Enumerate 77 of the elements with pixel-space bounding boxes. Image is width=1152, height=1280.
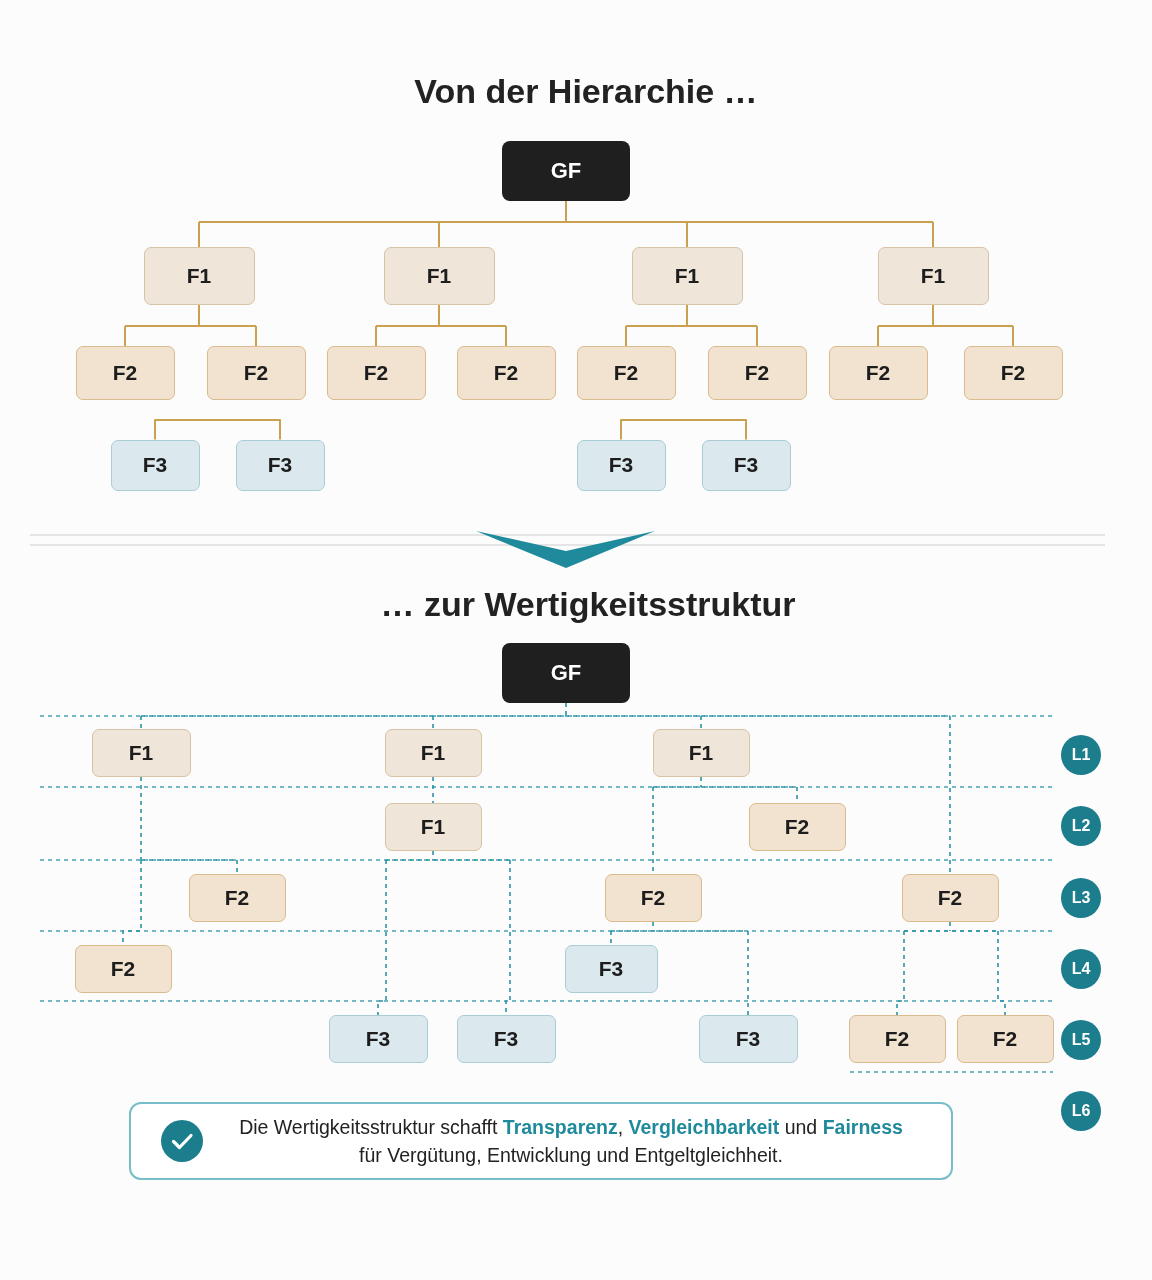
level-badge: L2 — [1061, 806, 1101, 846]
connector-line — [375, 325, 377, 347]
dashed-connector — [700, 715, 702, 730]
connector-line — [877, 325, 879, 347]
org-box: F2 — [456, 346, 556, 400]
org-box: F2 — [604, 874, 702, 922]
dashed-connector — [903, 921, 999, 932]
connector-line — [375, 304, 507, 327]
org-box: F2 — [75, 346, 175, 400]
org-box: F2 — [956, 1015, 1054, 1063]
connector-line — [1012, 325, 1014, 347]
connector-line — [756, 325, 758, 347]
level-badge: L1 — [1061, 735, 1101, 775]
org-box: F1 — [384, 729, 482, 777]
org-box: F2 — [848, 1015, 946, 1063]
connector-line — [686, 221, 688, 248]
connector-line — [124, 325, 126, 347]
dashed-connector — [432, 715, 434, 730]
dashed-connector — [997, 930, 1006, 1016]
org-box: F3 — [576, 439, 666, 491]
dashed-connector — [385, 850, 511, 861]
org-box: F2 — [748, 803, 846, 851]
dashed-connector — [896, 930, 905, 1016]
org-box: F2 — [576, 346, 676, 400]
summary-text: Die Wertigkeitsstruktur schafft Transparenz, Vergleichbarkeit und Fairness für Vergütung, Entwicklung und Entgeltgleichheit. — [238, 1115, 904, 1168]
connector-line — [625, 304, 758, 327]
heading: … zur Wertigkeitsstruktur — [380, 584, 796, 624]
org-box: F2 — [206, 346, 306, 400]
dashed-connector — [949, 715, 951, 875]
level-badge: L6 — [1061, 1091, 1101, 1131]
dashed-connector — [377, 859, 387, 1016]
org-box: F2 — [707, 346, 807, 400]
connector-line — [877, 304, 1014, 327]
org-box: F2 — [326, 346, 426, 400]
org-box: F3 — [235, 439, 325, 491]
org-box: F1 — [383, 247, 495, 305]
org-box: F2 — [963, 346, 1063, 400]
connector-line — [620, 419, 747, 441]
org-box: F3 — [328, 1015, 428, 1063]
connector-line — [505, 325, 507, 347]
connector-line — [255, 325, 257, 347]
org-box: F1 — [91, 729, 191, 777]
level-badge: L4 — [1061, 949, 1101, 989]
dashed-connector — [140, 702, 951, 717]
dashed-connector — [610, 921, 749, 932]
org-box: F1 — [877, 247, 989, 305]
org-box: F3 — [110, 439, 200, 491]
connector-line — [154, 419, 281, 441]
dashed-connector — [236, 859, 238, 875]
dashed-connector — [432, 776, 434, 804]
heading: Von der Hierarchie … — [414, 71, 758, 111]
connector-line — [932, 221, 934, 248]
org-box: F2 — [828, 346, 928, 400]
level-badge: L3 — [1061, 878, 1101, 918]
dashed-connector — [140, 715, 142, 730]
connector-line — [625, 325, 627, 347]
root-box: GF — [502, 643, 630, 703]
org-box: F3 — [701, 439, 791, 491]
org-box: F3 — [564, 945, 658, 993]
summary-box — [129, 1102, 953, 1180]
connector-line — [124, 304, 257, 327]
org-box: F2 — [188, 874, 286, 922]
org-box: F3 — [456, 1015, 556, 1063]
level-badge: L5 — [1061, 1020, 1101, 1060]
org-box: F3 — [698, 1015, 798, 1063]
dashed-connector — [747, 930, 749, 1016]
connector-line — [438, 221, 440, 248]
org-box: F2 — [74, 945, 172, 993]
connector-line — [198, 221, 200, 248]
org-box: F2 — [901, 874, 999, 922]
org-box: F1 — [652, 729, 750, 777]
org-box: F1 — [143, 247, 255, 305]
root-box: GF — [502, 141, 630, 201]
org-box: F1 — [631, 247, 743, 305]
connector-line — [198, 200, 934, 223]
dashed-connector — [610, 930, 612, 946]
org-box: F1 — [384, 803, 482, 851]
